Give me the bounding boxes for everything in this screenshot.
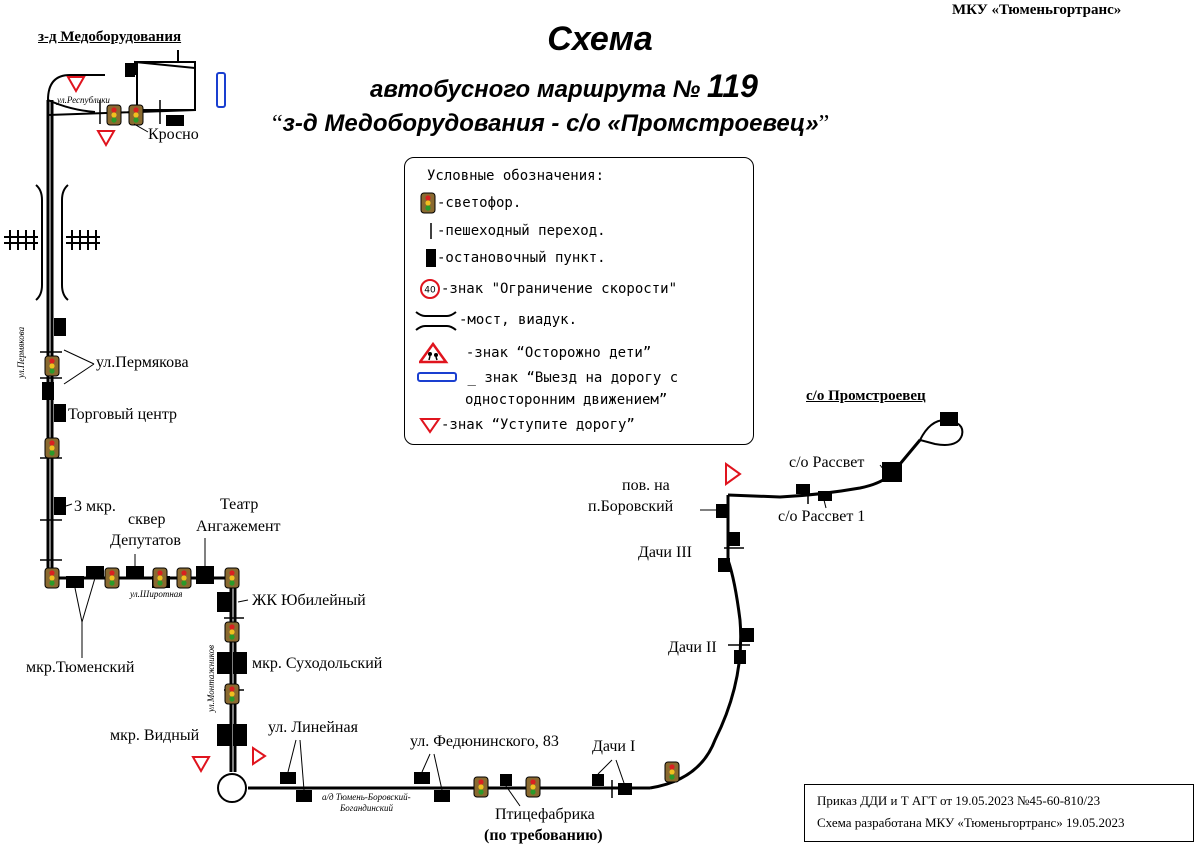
- legend-speed-text: -знак "Ограничение скорости": [441, 281, 678, 297]
- route-subtitle: автобусного маршрута № 119: [370, 68, 758, 105]
- legend-crossing: -пешеходный переход.: [427, 222, 606, 240]
- street-label-tyumen-road-2: Богандинский: [340, 803, 394, 813]
- railway-icon: [4, 230, 100, 250]
- legend-oneway-text-1: знак “Выезд на дорогу с: [484, 370, 679, 386]
- yield-sign-icon: [725, 462, 742, 486]
- bus-stops: [42, 63, 958, 802]
- route-name-open-quote: “: [272, 111, 283, 137]
- legend-title: Условные обозначения:: [427, 168, 605, 184]
- street-label-respubliki: ул.Республики: [57, 95, 110, 105]
- end-loop: [918, 418, 964, 446]
- roundabout: [217, 773, 247, 803]
- organization-name: МКУ «Тюменьгортранс»: [952, 2, 1122, 18]
- stop-label-tyumenskiy: мкр.Тюменский: [26, 659, 135, 676]
- speed-limit-icon: 40: [420, 279, 440, 299]
- stop-label-rassvet: с/о Рассвет: [789, 454, 865, 471]
- legend-traffic-light: -светофор.: [419, 192, 521, 214]
- legend-crossing-text: -пешеходный переход.: [437, 223, 606, 239]
- oneway-sign-icon: [216, 72, 226, 108]
- stop-label-ptitsefabrika: Птицефабрика: [495, 806, 595, 823]
- end-terminal-label: с/о Промстроевец: [806, 388, 926, 404]
- stop-label-mkr3: 3 мкр.: [74, 498, 116, 515]
- street-label-shirotnaya: ул.Широтная: [130, 589, 183, 599]
- route-name: “з-д Медоборудования - с/о «Промстроевец…: [272, 110, 829, 138]
- bridge-icon: [415, 311, 457, 331]
- children-sign-icon: [417, 341, 449, 364]
- stop-label-borovskiy-2: п.Боровский: [588, 498, 674, 515]
- stop-icon: [426, 249, 436, 267]
- route-name-close-quote: ”: [818, 111, 830, 137]
- page-title: Схема: [547, 20, 653, 58]
- legend-oneway-line2: односторонним движением”: [465, 392, 668, 408]
- street-label-tyumen-road-1: а/д Тюмень-Боровский-: [322, 792, 411, 802]
- route-number: 119: [706, 68, 758, 104]
- stop-label-trade-center: Торговый центр: [68, 406, 178, 423]
- oneway-sign-icon: [417, 372, 457, 382]
- stop-label-borovskiy-1: пов. на: [622, 477, 670, 494]
- terminal-building: [136, 61, 196, 111]
- yield-sign-icon: [252, 746, 267, 766]
- stop-label-skver-2: Депутатов: [110, 532, 181, 549]
- legend-speed: 40 -знак "Ограничение скорости": [419, 278, 677, 300]
- legend-traffic-light-text: -светофор.: [437, 195, 522, 211]
- stop-label-sukhodolskiy: мкр. Суходольский: [252, 655, 383, 672]
- stop-label-fedyuninskogo: ул. Федюнинского, 83: [410, 733, 559, 750]
- speed-limit-value: 40: [424, 286, 436, 296]
- stop-label-dachi1: Дачи I: [592, 738, 636, 755]
- start-terminal-label: з-д Медоборудования: [38, 29, 182, 45]
- stop-label-skver-1: сквер: [128, 511, 166, 528]
- legend-yield-text: -знак “Уступите дорогу”: [441, 417, 635, 433]
- legend-stop-text: -остановочный пункт.: [437, 250, 606, 266]
- stop-label-teatr-1: Театр: [220, 496, 259, 513]
- legend-yield: -знак “Уступите дорогу”: [419, 416, 635, 434]
- yield-sign-icon: [419, 418, 441, 434]
- route-name-text: з-д Медоборудования - с/о «Промстроевец»: [282, 110, 819, 137]
- legend-oneway-sep: _: [467, 370, 476, 386]
- stop-label-lineinaya: ул. Линейная: [268, 719, 358, 736]
- stop-label-teatr-2: Ангажемент: [196, 518, 281, 535]
- legend-children-text: -знак “Осторожно дети”: [465, 345, 652, 361]
- stop-label-zhk: ЖК Юбилейный: [252, 592, 366, 609]
- legend-oneway: _ знак “Выезд на дорогу с: [417, 370, 678, 386]
- order-line-1: Приказ ДДИ и Т АГТ от 19.05.2023 №45-60-…: [817, 793, 1101, 808]
- order-box: Приказ ДДИ и Т АГТ от 19.05.2023 №45-60-…: [804, 784, 1194, 842]
- stop-label-krosno: Кросно: [148, 126, 199, 143]
- route-subtitle-prefix: автобусного маршрута №: [370, 76, 701, 103]
- legend-bridge: -мост, виадук.: [413, 308, 577, 332]
- traffic-light-icon: [420, 192, 436, 214]
- stop-label-permyakova: ул.Пермякова: [96, 354, 189, 371]
- stop-label-rassvet1: с/о Рассвет 1: [778, 508, 866, 525]
- legend-children: -знак “Осторожно дети”: [417, 341, 652, 364]
- stop-label-dachi3: Дачи III: [638, 544, 692, 561]
- legend-bridge-text: -мост, виадук.: [459, 312, 578, 328]
- stop-label-vidnyi: мкр. Видный: [110, 727, 200, 744]
- stop-label-dachi2: Дачи II: [668, 639, 717, 656]
- order-line-2: Схема разработана МКУ «Тюменьгортранс» 1…: [817, 815, 1125, 830]
- stop-label-on-request: (по требованию): [484, 827, 603, 844]
- bridge-icon: [35, 184, 69, 301]
- legend-stop: -остановочный пункт.: [425, 248, 606, 268]
- legend-box: Условные обозначения: -светофор. -пешехо…: [404, 157, 754, 445]
- crossing-icon: [430, 223, 432, 239]
